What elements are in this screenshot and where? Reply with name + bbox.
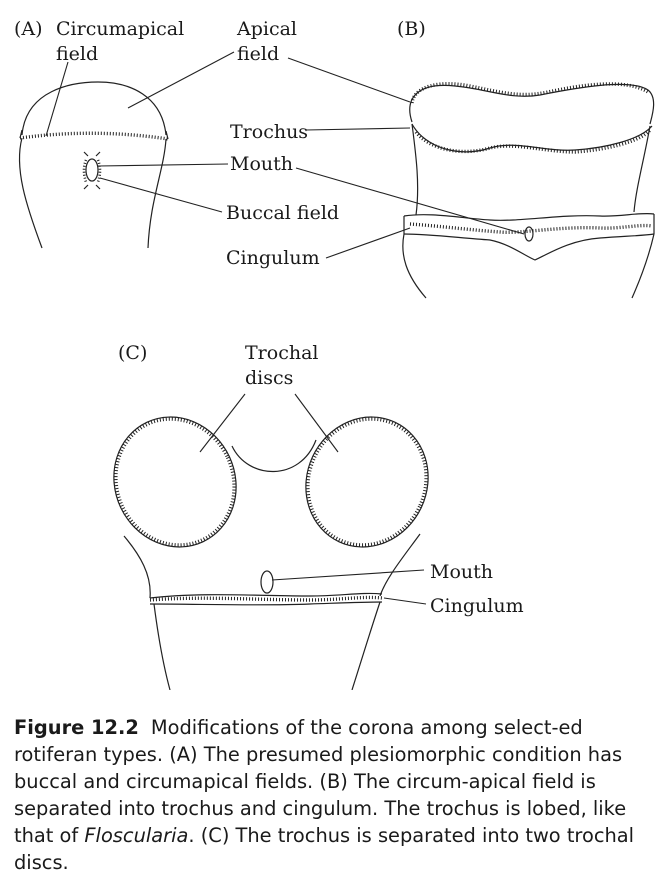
label-cingulum-c: Cingulum xyxy=(430,595,524,617)
panel-a-letter: (A) xyxy=(14,18,43,40)
cingulum-bottom-c xyxy=(149,601,383,606)
mouth-c xyxy=(260,570,274,594)
leader-trochal-left xyxy=(199,393,246,453)
leader-buccal xyxy=(99,177,223,213)
neck-left xyxy=(411,123,419,216)
label-circumapical-2: field xyxy=(56,43,98,65)
label-apical-2: field xyxy=(237,43,279,65)
leader-mouth-c xyxy=(271,569,425,581)
cingulum-band-b xyxy=(409,222,653,235)
figure-number: Figure 12.2 xyxy=(14,716,139,739)
trochus-bottom xyxy=(411,123,653,153)
caption-text-1: Modifications of the corona among select… xyxy=(14,716,627,847)
trochus-upper-band xyxy=(410,82,649,104)
leader-apical-b xyxy=(287,57,411,103)
label-buccal-field: Buccal field xyxy=(226,202,339,224)
leader-mouth-a xyxy=(97,163,229,167)
leader-mouth-b xyxy=(295,167,525,235)
body-outline-b-right xyxy=(631,233,655,299)
disc-bridge xyxy=(231,439,317,473)
neck-c-right xyxy=(379,533,421,597)
label-mouth-a: Mouth xyxy=(230,153,293,175)
trochus-lower-band xyxy=(414,128,652,154)
apical-dome xyxy=(21,81,167,136)
caption-genus: Floscularia xyxy=(84,824,189,847)
label-circumapical-1: Circumapical xyxy=(56,18,184,40)
leader-trochus xyxy=(305,127,411,131)
trochal-disc-left xyxy=(113,416,237,548)
panel-c-letter: (C) xyxy=(118,342,147,364)
label-apical-1: Apical xyxy=(236,18,297,40)
cingulum-top-c xyxy=(149,592,383,599)
leader-cingulum-b xyxy=(325,227,411,259)
panel-a: (A) Circumapical field Apical field Mout… xyxy=(14,18,339,249)
body-outline-c-right xyxy=(351,601,381,690)
trochal-disc-right xyxy=(305,416,429,548)
leader-circumapical xyxy=(45,61,69,137)
neck-right xyxy=(633,125,651,213)
mouth-b xyxy=(524,226,534,242)
neck-c-left xyxy=(123,535,151,599)
label-trochus: Trochus xyxy=(230,121,308,143)
panel-c: (C) Trochal discs Mouth Cingulum xyxy=(113,342,524,690)
label-mouth-c: Mouth xyxy=(430,561,493,583)
body-outline-a-left xyxy=(18,137,43,249)
body-outline-a-right xyxy=(147,138,167,249)
caption-text-2: . (C) The trochus is separated into two … xyxy=(14,824,635,874)
trochus-top xyxy=(409,83,655,125)
panel-b: (B) Trochus Cingulum xyxy=(226,18,655,299)
cingulum-band-c xyxy=(149,595,383,602)
buccal-field xyxy=(82,151,102,190)
leader-trochal-right xyxy=(294,393,339,453)
rotifer-corona-figure: (A) Circumapical field Apical field Mout… xyxy=(14,18,655,690)
leader-cingulum-c xyxy=(383,597,427,605)
panel-b-letter: (B) xyxy=(397,18,426,40)
cingulum-top-b xyxy=(403,212,655,221)
circumapical-ciliary-band xyxy=(19,131,169,141)
body-outline-b-left xyxy=(402,233,427,299)
label-cingulum-b: Cingulum xyxy=(226,247,320,269)
label-trochal-2: discs xyxy=(245,367,293,389)
leader-apical xyxy=(127,51,235,109)
cingulum-bottom-b xyxy=(403,233,655,261)
body-outline-c-left xyxy=(153,603,171,690)
label-trochal-1: Trochal xyxy=(245,342,318,364)
